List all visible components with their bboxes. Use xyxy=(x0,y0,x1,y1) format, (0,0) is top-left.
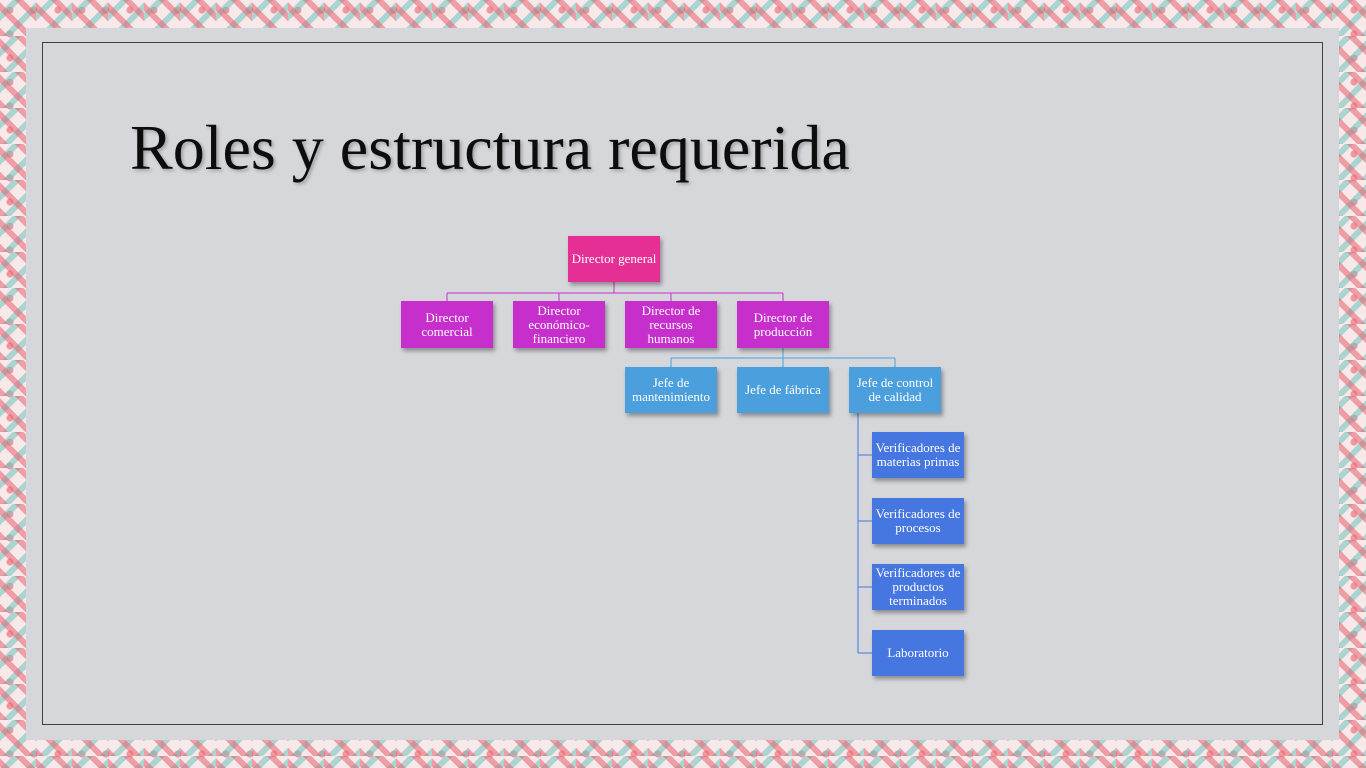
org-node-laboratorio[interactable]: Laboratorio xyxy=(872,630,964,676)
slide-frame xyxy=(42,42,1323,725)
org-node-jefe-fabrica[interactable]: Jefe de fábrica xyxy=(737,367,829,413)
org-node-verificadores-procesos[interactable]: Verificadores de procesos xyxy=(872,498,964,544)
org-node-jefe-mantenimiento[interactable]: Jefe de mantenimiento xyxy=(625,367,717,413)
org-node-director-recursos-humanos[interactable]: Director de recursos humanos xyxy=(625,301,717,348)
org-node-director-produccion[interactable]: Director de producción xyxy=(737,301,829,348)
org-node-director-general[interactable]: Director general xyxy=(568,236,660,282)
org-node-director-comercial[interactable]: Director comercial xyxy=(401,301,493,348)
slide-title: Roles y estructura requerida xyxy=(130,112,850,183)
org-node-jefe-control-calidad[interactable]: Jefe de control de calidad xyxy=(849,367,941,413)
org-node-director-economico-financiero[interactable]: Director económico-financiero xyxy=(513,301,605,348)
org-node-verificadores-productos-terminados[interactable]: Verificadores de productos terminados xyxy=(872,564,964,610)
org-node-verificadores-materias-primas[interactable]: Verificadores de materias primas xyxy=(872,432,964,478)
